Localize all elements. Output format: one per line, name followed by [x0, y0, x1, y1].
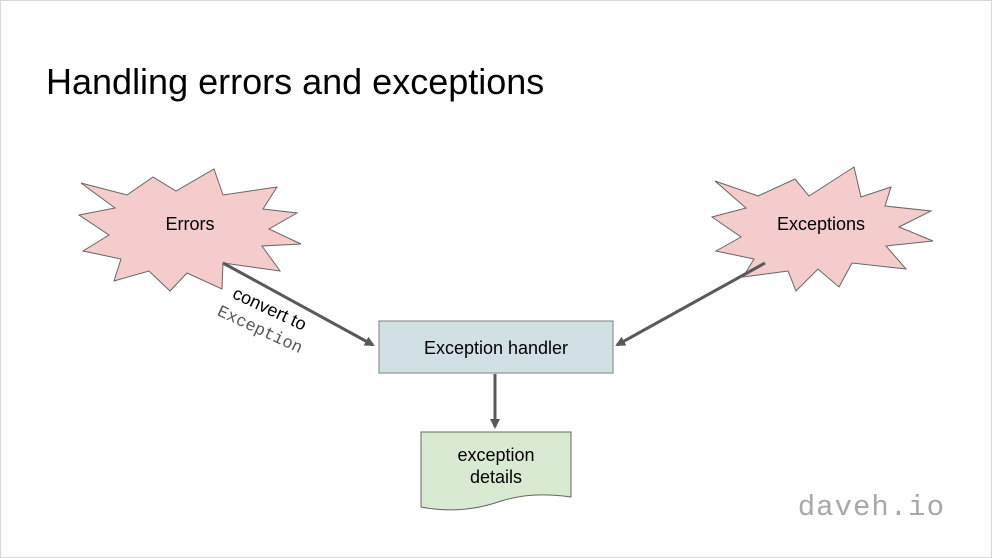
exception-details-line1: exception	[457, 445, 534, 465]
errors-node: Errors	[77, 168, 302, 292]
slide-title: Handling errors and exceptions	[46, 61, 545, 102]
exception-details-line2: details	[470, 467, 522, 487]
errors-to-handler-arrow	[222, 261, 375, 347]
errors-label: Errors	[166, 214, 215, 234]
exceptions-node: Exceptions	[710, 166, 934, 292]
brand-watermark: daveh.io	[797, 491, 945, 524]
exceptions-starburst-shape	[710, 166, 934, 292]
exception-handler-box	[378, 320, 614, 374]
errors-starburst-shape	[77, 168, 302, 292]
exception-details-node: exception details	[420, 431, 572, 511]
exception-handler-node: Exception handler	[378, 320, 614, 374]
document-shape	[420, 431, 572, 511]
exceptions-to-handler-arrow	[615, 261, 766, 347]
exceptions-label: Exceptions	[777, 214, 865, 234]
exception-handler-label: Exception handler	[424, 338, 568, 358]
convert-label-group: convert to Exception	[214, 283, 310, 359]
